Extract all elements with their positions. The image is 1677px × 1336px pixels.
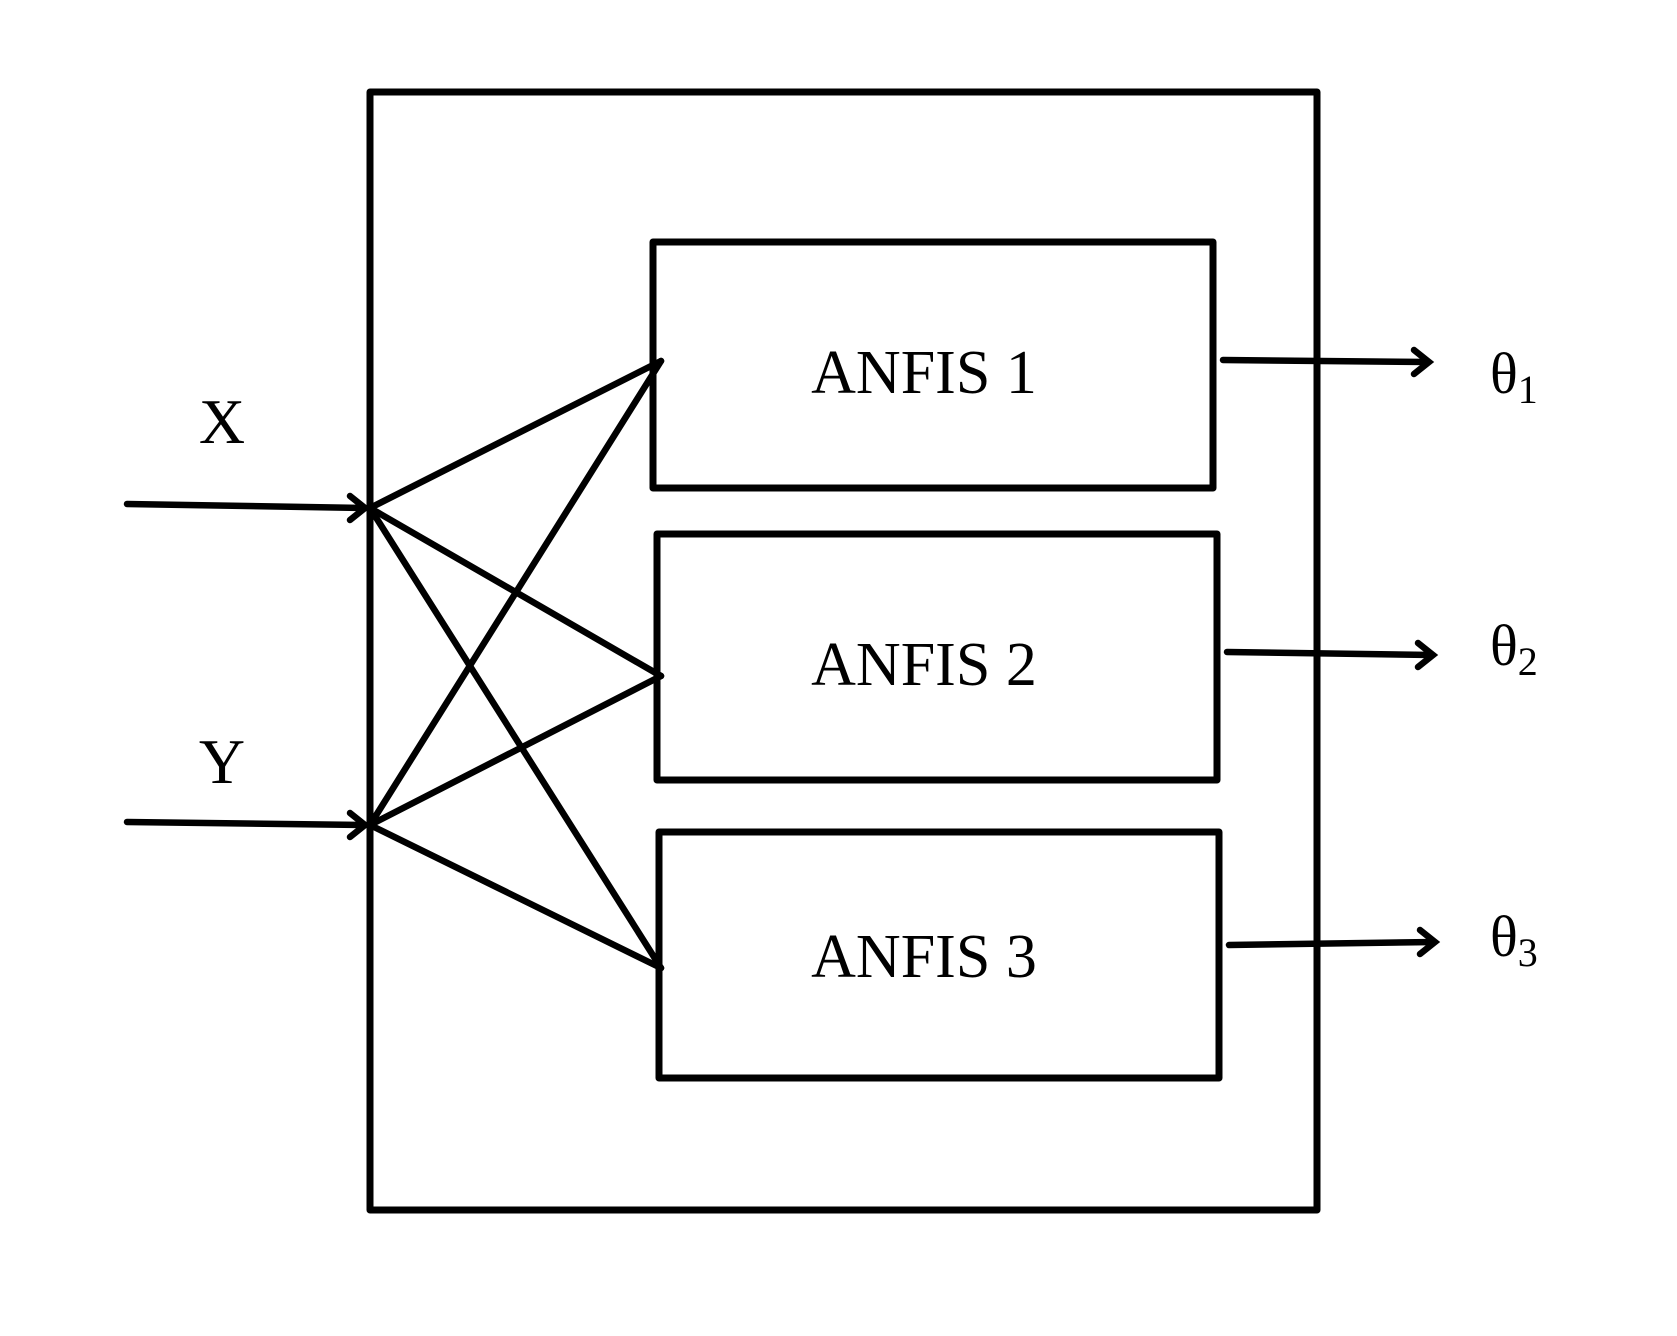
anfis-block-2 [653,530,1221,784]
output-theta-1-subscript: 1 [1518,367,1538,412]
output-theta-1-symbol: θ [1490,341,1518,406]
output-theta-2-subscript: 2 [1518,639,1538,684]
output-theta-2-symbol: θ [1490,613,1518,678]
input-x-arrow [123,492,371,524]
output-theta-2-label: θ2 [1490,613,1538,684]
wire-x-to-anfis-3 [366,504,665,972]
anfis-block-2-label: ANFIS 2 [811,631,1037,699]
wire-x-to-anfis-1 [366,357,665,512]
output-2-arrow [1223,639,1439,671]
input-x-label: X [199,386,245,457]
wire-y-to-anfis-3 [366,821,665,972]
anfis-block-3-label: ANFIS 3 [811,923,1037,991]
anfis-block-1-label: ANFIS 1 [811,339,1037,407]
wire-y-to-anfis-1 [366,357,665,829]
input-y-label: Y [199,726,245,797]
output-theta-1-label: θ1 [1490,341,1538,412]
output-1-arrow [1219,346,1435,378]
output-theta-3-label: θ3 [1490,904,1538,975]
output-3-arrow [1225,926,1441,958]
output-theta-3-symbol: θ [1490,904,1518,969]
output-theta-3-subscript: 3 [1518,930,1538,975]
anfis-block-3 [655,828,1223,1082]
input-y-arrow [123,809,371,841]
wire-y-to-anfis-2 [366,672,665,829]
